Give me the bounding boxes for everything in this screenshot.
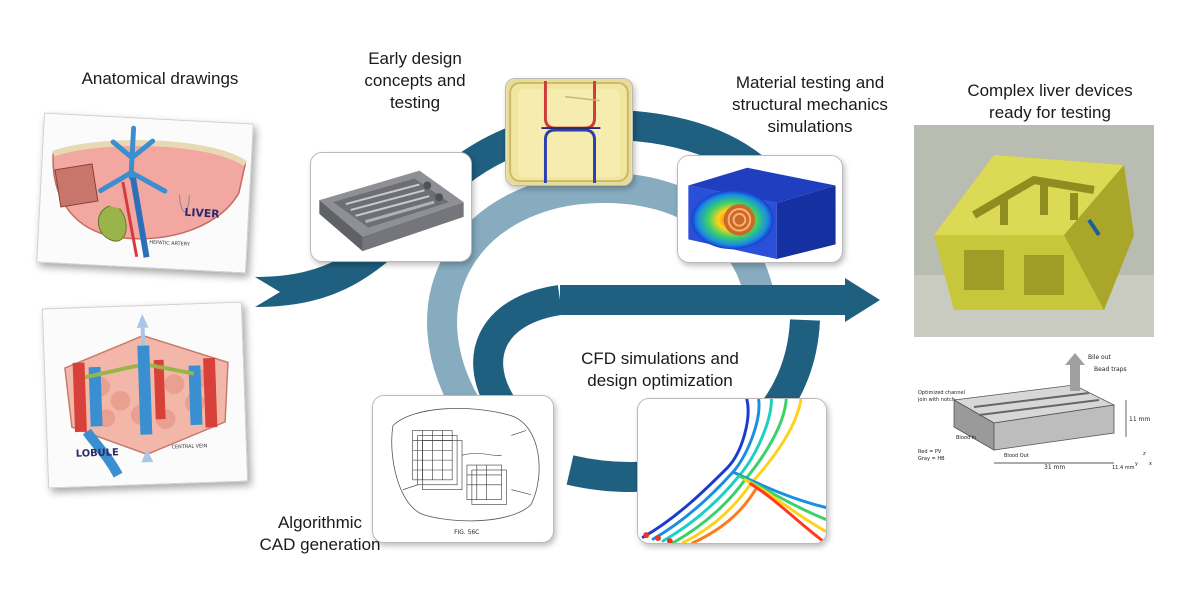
label-anatomical-drawings: Anatomical drawings — [81, 69, 239, 88]
schematic-blood-in: Blood In — [956, 435, 976, 441]
patent-figure-caption: FIG. 56C — [454, 530, 479, 536]
cfd-streamline-card — [637, 398, 827, 544]
lobule-title: LOBULE — [76, 447, 120, 460]
liver-anatomy-drawing: LIVER HEPATIC ARTERY — [36, 112, 254, 274]
label-material-testing: Material testing and structural mechanic… — [732, 73, 888, 136]
main-output-arrow-head — [845, 278, 880, 322]
schematic-axis-z: z — [1143, 451, 1146, 457]
schematic-legend-red: Red = PV — [918, 449, 942, 455]
label-algorithmic-cad: Algorithmic CAD generation — [259, 513, 381, 554]
schematic-blood-out: Blood Out — [1004, 453, 1029, 459]
entry-arrow-notch — [255, 277, 280, 307]
schematic-dim-height: 11 mm — [1129, 416, 1150, 423]
early-design-cad-card — [310, 152, 472, 262]
schematic-join-notch: join with notch — [917, 397, 955, 403]
label-early-design: Early design concepts and testing — [364, 49, 466, 112]
patent-drawing-card: FIG. 56C — [372, 395, 554, 543]
liver-annotation: HEPATIC ARTERY — [149, 240, 191, 248]
device-schematic: Bile out Bead traps Optimized channel jo… — [914, 345, 1154, 473]
schematic-dim-width: 11.4 mm — [1112, 465, 1135, 471]
schematic-axis-x: x — [1149, 461, 1152, 467]
lower-inner-arc — [473, 285, 563, 419]
schematic-axis-y: y — [1135, 461, 1138, 467]
schematic-bead-traps: Bead traps — [1094, 366, 1127, 373]
liver-title: LIVER — [184, 206, 220, 221]
lobule-anatomy-drawing: LOBULE CENTRAL VEIN — [41, 301, 249, 489]
schematic-optimized-channel: Optimized channel — [918, 390, 965, 396]
schematic-dim-length: 31 mm — [1044, 464, 1065, 471]
fea-simulation-card — [677, 155, 843, 263]
lobule-annotation: CENTRAL VEIN — [171, 443, 207, 450]
liver-device-photo — [914, 125, 1154, 337]
schematic-legend-gray: Gray = HB — [918, 456, 945, 462]
prototype-photo-card — [505, 78, 633, 186]
label-cfd-simulations: CFD simulations and design optimization — [581, 349, 739, 390]
schematic-bile-out: Bile out — [1088, 354, 1112, 361]
label-complex-liver-devices: Complex liver devices ready for testing — [967, 81, 1133, 122]
